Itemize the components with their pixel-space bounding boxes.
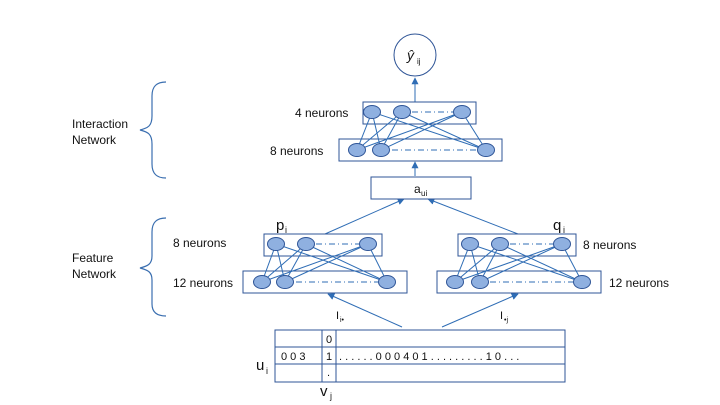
input-right-main: I <box>500 310 503 322</box>
aui-box <box>370 176 472 200</box>
neuron-node <box>363 105 381 119</box>
interaction-connection <box>461 111 487 151</box>
neuron-node <box>471 275 489 289</box>
interaction-connection <box>356 111 403 151</box>
neuron-node <box>348 143 366 157</box>
left-top-layer-label: 8 neurons <box>173 236 226 250</box>
feature-network-label-line1: Feature <box>72 251 114 265</box>
feature-network-label-line2: Network <box>72 267 117 281</box>
q-label: q <box>553 217 561 234</box>
output-symbol: ŷ <box>406 47 415 63</box>
neuron-node <box>491 237 509 251</box>
arrow-p-to-aui <box>324 198 405 235</box>
feature-brace <box>139 217 167 317</box>
right-top-layer-label: 8 neurons <box>583 238 636 252</box>
left-bottom-layer-label: 12 neurons <box>173 276 233 290</box>
matrix-col-top-value: 0 <box>326 334 332 346</box>
matrix-row-right-values: . . . . . . 0 0 0 4 0 1 . . . . . . . . … <box>339 351 519 363</box>
neuron-nodes <box>253 105 591 289</box>
p-label: p <box>276 217 284 234</box>
right-feature-connection <box>499 243 583 283</box>
rating-matrix <box>274 329 566 383</box>
matrix-row-label-main: u <box>256 357 264 374</box>
interaction-network-label-line1: Interaction <box>72 117 128 131</box>
left-feature-connection <box>284 243 369 283</box>
neuron-node <box>393 105 411 119</box>
p-sub: i <box>285 225 287 235</box>
input-right-sub: •j <box>504 317 508 324</box>
right-bottom-layer-label: 12 neurons <box>609 276 669 290</box>
right-feature-connection <box>454 243 563 283</box>
left-feature-connection <box>261 243 307 283</box>
neuron-node <box>267 237 285 251</box>
interaction-connection <box>380 111 463 151</box>
feature-right-top-box <box>457 233 577 257</box>
right-feature-connection <box>479 243 563 283</box>
matrix-col-bottom-value: . <box>327 367 330 379</box>
neuron-node <box>553 237 571 251</box>
interaction-connection <box>371 111 487 151</box>
neuron-node <box>359 237 377 251</box>
interaction-brace <box>139 81 167 179</box>
neuron-node <box>378 275 396 289</box>
neuron-node <box>372 143 390 157</box>
left-feature-connection <box>261 243 369 283</box>
interaction-bottom-layer-label: 8 neurons <box>270 144 323 158</box>
interaction-network-label-line2: Network <box>72 133 117 147</box>
neuron-node <box>477 143 495 157</box>
arrow-input-to-left <box>327 293 403 328</box>
input-left-main: I <box>336 310 339 322</box>
neuron-node <box>446 275 464 289</box>
matrix-row-left-values: 0 0 3 <box>281 351 305 363</box>
interaction-top-layer-label: 4 neurons <box>295 106 348 120</box>
interaction-connection <box>356 111 463 151</box>
arrow-q-to-aui <box>427 198 519 235</box>
neuron-node <box>297 237 315 251</box>
matrix-col-label-main: v <box>320 383 328 400</box>
matrix-col-label-sub: j <box>329 391 332 401</box>
neuron-node <box>276 275 294 289</box>
q-sub: i <box>563 225 565 235</box>
output-node <box>393 33 437 77</box>
matrix-col-mid-value: 1 <box>326 351 332 363</box>
neuron-node <box>453 105 471 119</box>
arrow-input-to-right <box>441 293 519 328</box>
left-feature-connection <box>275 243 388 283</box>
input-left-sub: i• <box>340 317 345 324</box>
interaction-connection <box>401 111 487 151</box>
right-feature-connection <box>454 243 501 283</box>
output-subscript: ij <box>417 57 421 66</box>
matrix-row-label-sub: i <box>266 366 268 376</box>
neuron-node <box>461 237 479 251</box>
left-feature-connection <box>305 243 388 283</box>
neuron-node <box>253 275 271 289</box>
neuron-node <box>573 275 591 289</box>
aui-sub: ui <box>421 189 427 198</box>
right-feature-connection <box>469 243 583 283</box>
aui-main: a <box>414 182 421 196</box>
